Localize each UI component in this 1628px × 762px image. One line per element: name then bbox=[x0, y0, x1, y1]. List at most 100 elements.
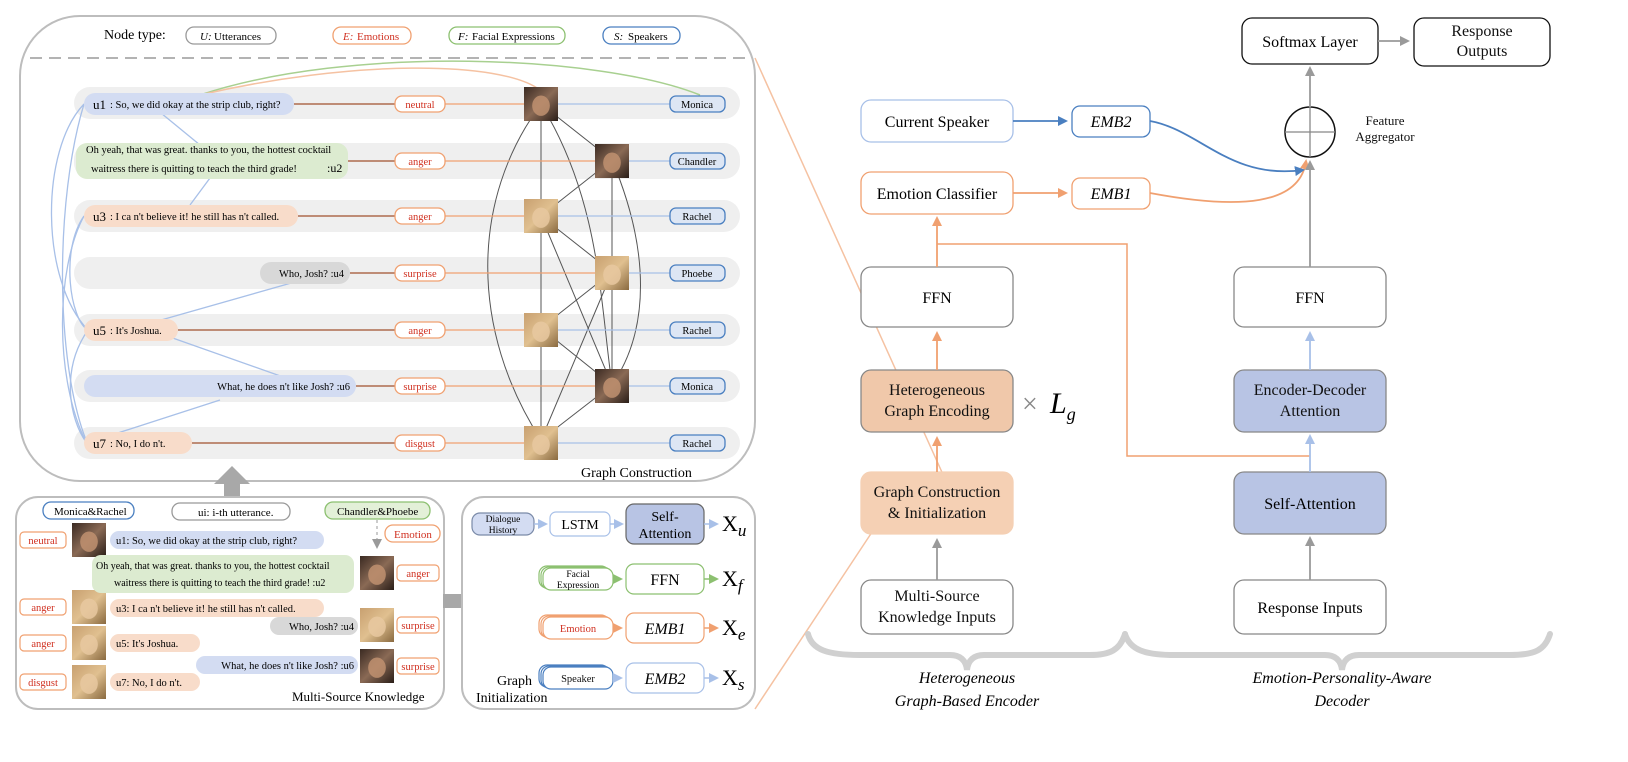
response-inputs-box: Response Inputs bbox=[1233, 579, 1387, 635]
face-thumb bbox=[360, 608, 394, 642]
svg-text:Utterances: Utterances bbox=[214, 31, 261, 43]
knowledge-panel-title: Multi-Source Knowledge bbox=[292, 689, 425, 704]
init-module-label: Attention bbox=[639, 527, 692, 542]
legend-utterances: U: Utterances bbox=[185, 26, 277, 45]
tag-ith-utterance: ui: i-th utterance. bbox=[198, 507, 274, 519]
face-thumb bbox=[72, 626, 106, 660]
emotion-label: anger bbox=[408, 326, 432, 337]
utterance-node bbox=[260, 262, 350, 284]
graph-row: Oh yeah, that was great. thanks to you, … bbox=[76, 143, 726, 179]
legend-facial: F: Facial Expressions bbox=[448, 26, 566, 45]
decoder-ffn-box: FFN bbox=[1233, 266, 1387, 328]
feature-aggregator: Feature Aggregator bbox=[1284, 106, 1415, 158]
knowledge-right-item: surprise bbox=[360, 649, 440, 683]
speaker-node bbox=[669, 434, 726, 452]
knowledge-panel: Monica&Rachel ui: i-th utterance. Chandl… bbox=[15, 496, 445, 710]
self-attention-box: Self-Attention bbox=[1233, 471, 1387, 535]
response-outputs-box: Response Outputs bbox=[1413, 17, 1551, 67]
graph-init-label: Graph Construction & Initialization bbox=[873, 484, 1001, 522]
utterance-node bbox=[84, 319, 178, 341]
tag-chandler-phoebe: Chandler&Phoebe bbox=[337, 506, 418, 518]
emotion-label: anger bbox=[408, 157, 432, 168]
init-output-label: Xe bbox=[722, 615, 746, 644]
init-module-label: EMB1 bbox=[644, 621, 686, 638]
utterance-text: : It's Joshua. bbox=[110, 326, 162, 337]
init-module-label: FFN bbox=[650, 572, 680, 589]
knowledge-utterance: u3: I ca n't believe it! he still has n'… bbox=[110, 599, 324, 617]
tag-monica-rachel: Monica&Rachel bbox=[54, 506, 127, 518]
tag-emotion: Emotion bbox=[394, 529, 432, 541]
graph-row: u5 : It's Joshua. anger Rachel bbox=[84, 313, 726, 347]
utterance-id: u5 bbox=[93, 323, 106, 338]
emotion-label: neutral bbox=[28, 536, 57, 547]
utterance-text: : No, I do n't. bbox=[110, 439, 166, 450]
svg-text:Speakers: Speakers bbox=[628, 31, 668, 43]
face-thumb bbox=[72, 665, 106, 699]
graph-panel-border bbox=[19, 15, 756, 482]
knowledge-rows: neutralangerangerdisgustangersurprisesur… bbox=[19, 523, 440, 699]
encoder-ffn-label: FFN bbox=[922, 290, 952, 307]
enc-dec-attention-box: Encoder-Decoder Attention bbox=[1233, 369, 1387, 433]
encoder-ffn-box: FFN bbox=[860, 266, 1014, 328]
speaker-label: Rachel bbox=[682, 326, 711, 337]
utterance-node bbox=[84, 375, 356, 397]
speaker-label: Phoebe bbox=[682, 269, 713, 280]
init-title-line2: Initialization bbox=[476, 691, 548, 706]
face-node bbox=[524, 313, 558, 347]
speaker-node bbox=[669, 377, 726, 395]
up-arrow-icon bbox=[214, 466, 250, 500]
utterance-text: waitress there is quitting to teach the … bbox=[91, 164, 297, 175]
knowledge-left-item: anger bbox=[19, 626, 106, 660]
graph-init-box: Graph Construction & Initialization bbox=[860, 471, 1014, 535]
emb2-label: EMB2 bbox=[1090, 114, 1132, 131]
multi-source-inputs-box: Multi-Source Knowledge Inputs bbox=[860, 579, 1014, 635]
svg-text:S:: S: bbox=[614, 31, 623, 43]
init-output-label: Xs bbox=[722, 665, 745, 694]
face-node bbox=[595, 369, 629, 403]
speaker-label: Rachel bbox=[682, 212, 711, 223]
init-input-label: Dialogue bbox=[486, 515, 521, 525]
utterance-text: : So, we did okay at the strip club, rig… bbox=[110, 100, 281, 111]
decoder-brace bbox=[1122, 631, 1553, 671]
svg-text:Facial Expressions: Facial Expressions bbox=[472, 31, 555, 43]
emb2-box: EMB2 bbox=[1071, 105, 1151, 138]
legend-emotions: E: Emotions bbox=[332, 26, 412, 45]
decoder: Response Inputs Self-Attention Encoder-D… bbox=[1122, 17, 1553, 710]
knowledge-utterance: What, he does n't like Josh? :u6 bbox=[196, 656, 358, 674]
utterance-node bbox=[76, 143, 348, 179]
knowledge-left-item: neutral bbox=[19, 523, 106, 557]
utterance-node bbox=[84, 93, 294, 115]
knowledge-right-item: anger bbox=[360, 556, 440, 590]
init-output-label: Xu bbox=[722, 511, 746, 540]
init-input-label: History bbox=[489, 526, 518, 536]
emotion-label: disgust bbox=[405, 439, 435, 450]
init-module-label: LSTM bbox=[561, 518, 599, 533]
utterance-text: waitress there is quitting to teach the … bbox=[114, 578, 325, 589]
enc-dec-attention-label: Encoder-Decoder Attention bbox=[1253, 382, 1367, 420]
speaker-node bbox=[669, 321, 726, 339]
emb1-label: EMB1 bbox=[1090, 186, 1132, 203]
face-thumb bbox=[72, 523, 106, 557]
emotion-label: anger bbox=[31, 639, 55, 650]
aggregator-label: Feature Aggregator bbox=[1355, 113, 1415, 144]
layers-label: Lg bbox=[1049, 387, 1076, 424]
response-inputs-label: Response Inputs bbox=[1257, 600, 1362, 617]
face-node bbox=[524, 199, 558, 233]
knowledge-left-item: disgust bbox=[19, 665, 106, 699]
emotion-label: surprise bbox=[403, 382, 437, 393]
speaker-label: Monica bbox=[681, 382, 713, 393]
utterance-text: What, he does n't like Josh? :u6 bbox=[217, 382, 350, 393]
emotion-classifier-label: Emotion Classifier bbox=[877, 186, 998, 203]
utterance-text: Oh yeah, that was great. thanks to you, … bbox=[86, 145, 331, 156]
emotion-classifier-box: Emotion Classifier bbox=[860, 171, 1014, 215]
svg-text:Emotions: Emotions bbox=[357, 31, 399, 43]
hetero-encoding-box: Heterogeneous Graph Encoding bbox=[860, 369, 1014, 433]
decoder-ffn-label: FFN bbox=[1295, 290, 1325, 307]
utterance-text: Who, Josh? :u4 bbox=[279, 269, 345, 280]
zoom-connector-bottom bbox=[754, 519, 881, 710]
times-symbol: × bbox=[1022, 389, 1038, 420]
